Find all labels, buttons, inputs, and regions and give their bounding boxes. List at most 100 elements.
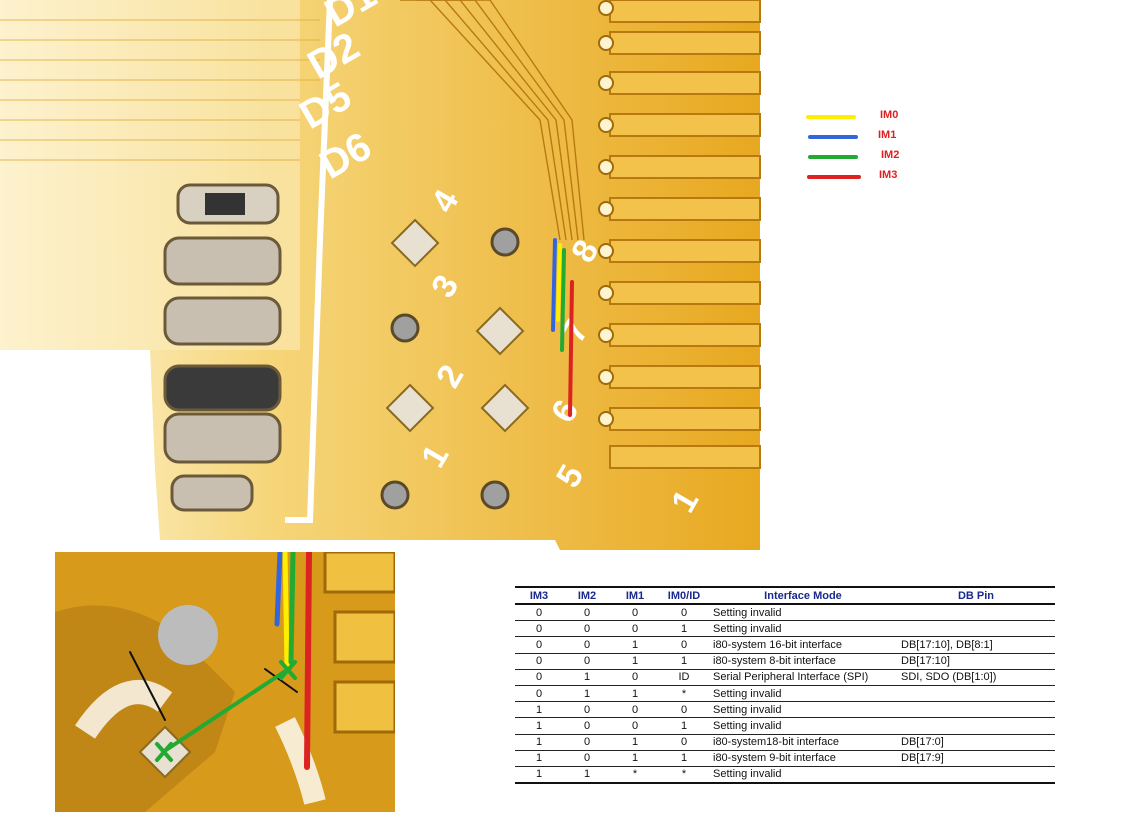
cell-im3: 0 xyxy=(515,653,563,670)
smd-components xyxy=(163,183,282,512)
im-legend: IM0 IM1 IM2 IM3 xyxy=(800,105,940,195)
legend-row-im0: IM0 xyxy=(800,109,940,125)
cell-im3: 0 xyxy=(515,636,563,654)
legend-label-im2: IM2 xyxy=(881,149,900,161)
pcb-photo: D10 D2 D5 D6 1 2 3 4 5 6 7 8 1 xyxy=(0,0,761,550)
cell-mode: i80-system18-bit interface xyxy=(709,734,897,751)
legend-row-im1: IM1 xyxy=(800,129,940,145)
legend-swatch-im1 xyxy=(808,135,858,139)
cell-im3: 0 xyxy=(515,669,563,686)
pcb-zoom-inset xyxy=(55,552,395,812)
cell-im2: 0 xyxy=(563,604,611,622)
legend-label-im1: IM1 xyxy=(878,129,897,141)
cell-im2: 0 xyxy=(563,653,611,670)
cell-db-pin xyxy=(897,766,1055,785)
cell-db-pin xyxy=(897,701,1055,719)
cell-im2: 1 xyxy=(563,685,611,703)
cell-im1: 0 xyxy=(611,620,659,638)
legend-label-im0: IM0 xyxy=(880,109,899,121)
cell-im2: 0 xyxy=(563,734,611,751)
cell-im1: 1 xyxy=(611,750,659,767)
legend-row-im2: IM2 xyxy=(800,149,940,165)
cell-im3: 0 xyxy=(515,685,563,703)
cell-mode: Setting invalid xyxy=(709,604,897,622)
cell-im0: 1 xyxy=(659,717,709,735)
legend-swatch-im3 xyxy=(807,175,861,179)
cell-im2: 1 xyxy=(563,669,611,686)
cell-im0: 1 xyxy=(659,750,709,767)
cell-db-pin: DB[17:10] xyxy=(897,653,1055,670)
cell-db-pin: DB[17:0] xyxy=(897,734,1055,751)
vias xyxy=(380,227,520,510)
cell-mode: i80-system 9-bit interface xyxy=(709,750,897,767)
cell-im1: 0 xyxy=(611,701,659,719)
cell-im3: 1 xyxy=(515,750,563,767)
cell-im0: * xyxy=(659,766,709,785)
col-header-im1: IM1 xyxy=(611,586,659,605)
cell-im2: 0 xyxy=(563,701,611,719)
interface-mode-table: IM3 IM2 IM1 IM0/ID Interface Mode DB Pin… xyxy=(515,586,1055,785)
cell-mode: Setting invalid xyxy=(709,717,897,735)
cell-mode: Setting invalid xyxy=(709,620,897,638)
cell-im3: 1 xyxy=(515,766,563,785)
cell-im1: 0 xyxy=(611,717,659,735)
table-header-row: IM3 IM2 IM1 IM0/ID Interface Mode DB Pin xyxy=(515,586,1055,605)
col-header-db-pin: DB Pin xyxy=(897,586,1055,605)
cell-im2: 0 xyxy=(563,717,611,735)
cell-im1: 0 xyxy=(611,669,659,686)
cell-im3: 1 xyxy=(515,717,563,735)
cell-im0: 0 xyxy=(659,604,709,622)
cell-im2: 0 xyxy=(563,750,611,767)
cell-db-pin: SDI, SDO (DB[1:0]) xyxy=(897,669,1055,686)
cell-im0: ID xyxy=(659,669,709,686)
cell-im0: 1 xyxy=(659,620,709,638)
cell-db-pin xyxy=(897,604,1055,622)
cell-im0: 0 xyxy=(659,636,709,654)
col-header-im0-id: IM0/ID xyxy=(659,586,709,605)
cell-im2: 0 xyxy=(563,636,611,654)
legend-row-im3: IM3 xyxy=(800,169,940,185)
cell-im1: 1 xyxy=(611,636,659,654)
cell-im0: * xyxy=(659,685,709,703)
col-header-interface-mode: Interface Mode xyxy=(709,586,897,605)
cell-im0: 0 xyxy=(659,701,709,719)
cell-db-pin xyxy=(897,685,1055,703)
cell-im1: 1 xyxy=(611,653,659,670)
cell-im3: 0 xyxy=(515,620,563,638)
pad-fingers xyxy=(598,0,761,469)
cell-im1: 1 xyxy=(611,734,659,751)
cell-mode: i80-system 16-bit interface xyxy=(709,636,897,654)
cell-mode: i80-system 8-bit interface xyxy=(709,653,897,670)
cell-im1: * xyxy=(611,766,659,785)
cell-im2: 1 xyxy=(563,766,611,785)
cell-mode: Serial Peripheral Interface (SPI) xyxy=(709,669,897,686)
cell-im1: 0 xyxy=(611,604,659,622)
cell-im0: 0 xyxy=(659,734,709,751)
cell-db-pin: DB[17:9] xyxy=(897,750,1055,767)
cell-im2: 0 xyxy=(563,620,611,638)
cell-db-pin xyxy=(897,620,1055,638)
cell-db-pin: DB[17:10], DB[8:1] xyxy=(897,636,1055,654)
cell-mode: Setting invalid xyxy=(709,685,897,703)
col-header-im2: IM2 xyxy=(563,586,611,605)
col-header-im3: IM3 xyxy=(515,586,563,605)
legend-label-im3: IM3 xyxy=(879,169,898,181)
cell-mode: Setting invalid xyxy=(709,766,897,785)
legend-swatch-im0 xyxy=(806,115,856,119)
cell-im3: 1 xyxy=(515,734,563,751)
cell-im1: 1 xyxy=(611,685,659,703)
cell-im3: 1 xyxy=(515,701,563,719)
legend-swatch-im2 xyxy=(808,155,858,159)
cell-db-pin xyxy=(897,717,1055,735)
